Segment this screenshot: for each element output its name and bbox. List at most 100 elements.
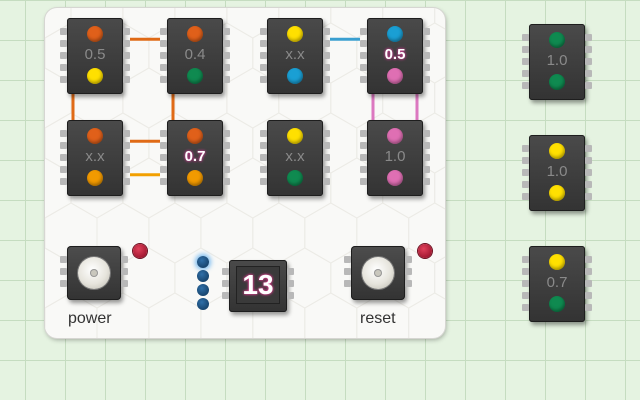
power-indicator-light [133,244,147,258]
chip-pin [323,40,330,47]
chip-c5[interactable]: x.x [60,120,130,196]
chip-value: 1.0 [384,148,406,165]
chip-pin [223,40,230,47]
chip-bottom-led [87,170,103,186]
chip-pin [223,64,230,71]
chip-bottom-led [549,185,565,201]
chip-pin [123,64,130,71]
chip-pin [287,268,294,275]
chip-pin [405,268,412,275]
chip-top-led [549,254,565,270]
chip-c2[interactable]: 0.4 [160,18,230,94]
chip-pin [260,178,267,185]
chip-pin [223,178,230,185]
chip-value: 1.0 [546,52,568,69]
chip-pin [323,52,330,59]
side-chip-s2[interactable]: 1.0 [522,135,592,211]
chip-pin [323,142,330,149]
reset-label: reset [360,310,396,327]
reset-button-cap [362,257,394,289]
chip-pin [344,268,351,275]
chip-pin [585,268,592,275]
hex-cell [148,202,202,264]
chip-pin [344,256,351,263]
chip-bottom-led [187,170,203,186]
chip-c6[interactable]: 0.7 [160,120,230,196]
chip-top-led [549,32,565,48]
chip-c7[interactable]: x.x [260,120,330,196]
chip-pin [60,64,67,71]
chip-pin [60,142,67,149]
chip-pin [123,154,130,161]
chip-pin [522,145,529,152]
chip-top-led [549,143,565,159]
chip-top-led [287,26,303,42]
chip-pin [60,154,67,161]
chip-pin [585,181,592,188]
chip-pin [323,178,330,185]
chip-pin [360,52,367,59]
reset-indicator-light [418,244,432,258]
chip-pin [222,280,229,287]
chip-pin [121,256,128,263]
chip-pin [585,193,592,200]
chip-pin [585,82,592,89]
chip-pin [585,34,592,41]
chip-pin [360,166,367,173]
chip-pin [522,169,529,176]
chip-pin [585,58,592,65]
chip-top-led [387,26,403,42]
chip-pin [160,40,167,47]
chip-pin [260,28,267,35]
hex-cell [96,292,150,338]
hex-cell [434,256,445,300]
chip-pin [360,40,367,47]
chip-bottom-led [287,68,303,84]
chip-pin [522,157,529,164]
chip-top-led [87,26,103,42]
chip-pin [160,130,167,137]
chip-bottom-led [87,68,103,84]
chip-pin [585,169,592,176]
chip-pin [60,76,67,83]
chip-pin [423,178,430,185]
chip-pin [260,154,267,161]
chip-pin [160,178,167,185]
chip-pin [585,70,592,77]
reset-button[interactable] [344,246,412,300]
chip-bottom-led [387,68,403,84]
chip-bottom-led [549,74,565,90]
chip-c3[interactable]: x.x [260,18,330,94]
chip-top-led [87,128,103,144]
chip-pin [360,28,367,35]
chip-bottom-led [287,170,303,186]
power-label: power [68,310,112,327]
side-chip-s1[interactable]: 1.0 [522,24,592,100]
chip-pin [344,280,351,287]
chip-value: x.x [285,46,305,63]
chip-pin [260,142,267,149]
chip-pin [423,130,430,137]
chip-pin [123,28,130,35]
power-button[interactable] [60,246,128,300]
side-chip-s3[interactable]: 0.7 [522,246,592,322]
chip-pin [323,76,330,83]
chip-pin [522,34,529,41]
chip-pin [121,268,128,275]
chip-pin [260,76,267,83]
chip-pin [522,292,529,299]
chip-c8[interactable]: 1.0 [360,120,430,196]
chip-pin [323,130,330,137]
chip-value: 0.5 [84,46,106,63]
chip-pin [123,52,130,59]
chip-pin [60,268,67,275]
chip-pin [260,64,267,71]
chip-pin [223,52,230,59]
chip-c1[interactable]: 0.5 [60,18,130,94]
chip-pin [522,46,529,53]
chip-pin [585,280,592,287]
hex-cell [304,292,358,338]
chip-pin [287,280,294,287]
chip-c4[interactable]: 0.5 [360,18,430,94]
hex-cell [122,247,176,309]
